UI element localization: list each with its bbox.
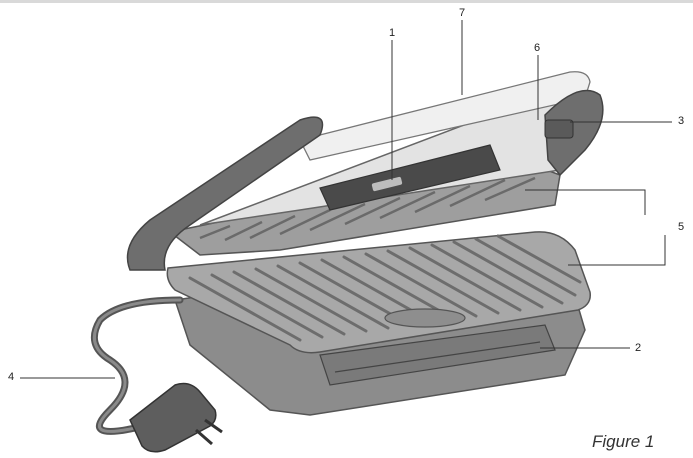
plug-pin (204, 418, 223, 434)
callout-3: 3 (678, 115, 685, 127)
top-divider (0, 0, 693, 3)
lid-panel (319, 144, 501, 211)
drip-tray (319, 324, 556, 386)
callout-2: 2 (635, 342, 642, 354)
callout-4: 4 (8, 371, 15, 383)
callout-1: 1 (389, 27, 396, 39)
callout-7: 7 (459, 7, 466, 19)
hinge-latch (544, 119, 574, 139)
handle-rear (544, 89, 604, 177)
plate-drain-groove (384, 308, 466, 328)
upper-plate-ridges (199, 176, 536, 242)
callout-5: 5 (678, 221, 685, 233)
lower-plate-ridges (188, 234, 582, 342)
leader-lines (20, 20, 672, 379)
power-cord-highlight (92, 298, 182, 433)
indicator-light (371, 176, 403, 192)
figure-caption: Figure 1 (592, 432, 655, 451)
lid-handle (126, 116, 324, 271)
callout-6: 6 (534, 42, 541, 54)
drip-tray-slot (334, 341, 541, 373)
plug-pin (195, 428, 213, 446)
power-plug (129, 382, 217, 453)
